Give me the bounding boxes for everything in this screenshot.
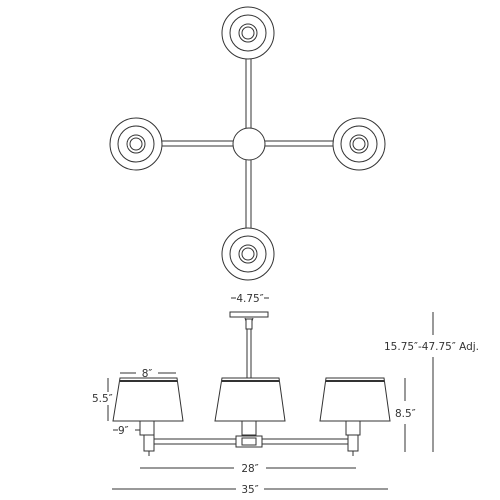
shade-right — [319, 377, 391, 422]
adjustable-height-label: 15.75″-47.75″ Adj. — [384, 341, 479, 353]
socket-center — [241, 420, 257, 436]
center-hub — [232, 127, 266, 161]
lamp-top-view-top — [221, 6, 275, 60]
fixture-height-label: 8.5″ — [395, 408, 416, 420]
top-view — [109, 6, 386, 281]
overall-width-label: 35″ — [241, 484, 258, 496]
lamp-top-view-left — [109, 117, 163, 171]
shade-top-width-label: 8″ — [142, 368, 153, 380]
arm-span-label: 28″ — [241, 463, 258, 475]
shade-left — [112, 377, 184, 422]
cross-arm — [143, 434, 359, 456]
side-view — [107, 297, 434, 490]
shade-center — [214, 377, 286, 422]
arm-top — [245, 50, 252, 128]
shade-height-label: 5.5″ — [92, 393, 113, 405]
arm-bottom — [245, 160, 252, 230]
socket-left — [139, 420, 155, 436]
lamp-top-view-bottom — [221, 227, 275, 281]
canopy — [229, 311, 269, 318]
shade-bottom-width-label: 9″ — [118, 425, 129, 437]
canopy-width-label: 4.75″ — [236, 293, 263, 305]
arm-left — [160, 140, 233, 147]
socket-right — [345, 420, 361, 436]
lamp-top-view-right — [332, 117, 386, 171]
arm-right — [264, 140, 335, 147]
